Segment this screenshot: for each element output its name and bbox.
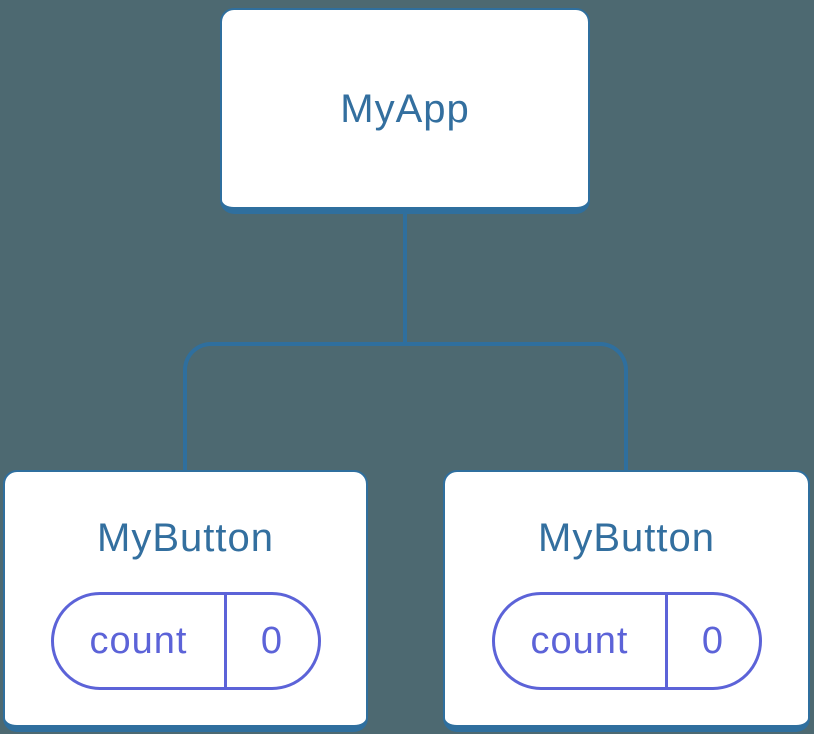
state-key: count — [54, 595, 227, 687]
state-key: count — [495, 595, 668, 687]
state-value: 0 — [260, 620, 284, 662]
tree-node-child-1: MyButton count 0 — [3, 470, 368, 732]
connector-root-stem — [403, 212, 407, 344]
state-value: 0 — [701, 620, 725, 662]
tree-node-root: MyApp — [220, 8, 590, 214]
root-node-label: MyApp — [340, 86, 470, 131]
state-badge: count 0 — [50, 592, 321, 690]
connector-branch-bracket — [183, 342, 628, 471]
tree-node-child-2: MyButton count 0 — [443, 470, 810, 732]
child-node-label: MyButton — [538, 516, 715, 560]
state-badge: count 0 — [491, 592, 762, 690]
child-node-label: MyButton — [97, 516, 274, 560]
